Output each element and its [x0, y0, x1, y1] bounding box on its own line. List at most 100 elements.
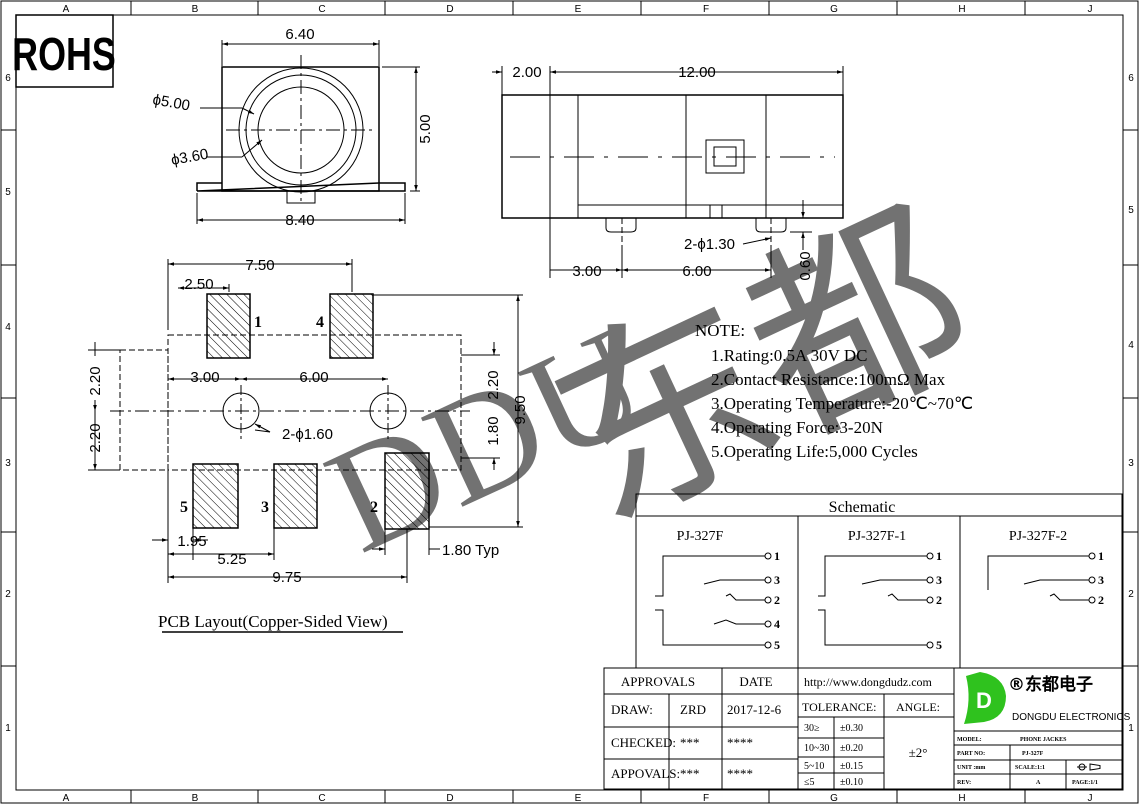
tb-row-name: ZRD [680, 702, 706, 717]
dim-pcb-1-80-typ: 1.80 Typ [442, 542, 499, 559]
company-name-cn: ®东都电子 [1008, 674, 1093, 695]
schematic-pin: 3 [1098, 573, 1104, 587]
pad-label: 2 [370, 499, 378, 516]
pcb-pad [192, 463, 239, 529]
frame-row-label: 5 [5, 187, 11, 198]
dim-pcb-1-80: 1.80 [485, 416, 502, 445]
dim-side-length: 12.00 [678, 64, 716, 81]
tb-part-value: PJ-327F [1022, 751, 1044, 757]
schematic-model: PJ-327F-2 [1009, 529, 1067, 544]
dim-pin2: 6.00 [682, 263, 711, 280]
tb-tol-range: ≤5 [804, 777, 815, 788]
dim-pins-dia: 2-ϕ1.30 [684, 236, 735, 253]
tb-tol-value: ±0.10 [840, 777, 863, 788]
frame-col-label: G [830, 4, 838, 15]
tb-approvals-header: APPROVALS [621, 674, 695, 689]
dim-pcb-2-20-left: 2.20 [87, 366, 104, 395]
schematic-pin: 3 [936, 573, 942, 587]
tb-tol-value: ±0.15 [840, 761, 863, 772]
frame-col-label: H [958, 793, 965, 804]
schematic-pin: 2 [936, 593, 942, 607]
tb-page-label: PAGE:1/1 [1072, 780, 1098, 786]
schematic-pin: 1 [774, 549, 780, 563]
note-item: 1.Rating:0.5A 30V DC [711, 346, 867, 365]
tb-tol-range: 5~10 [804, 761, 824, 772]
tb-tol-range: 10~30 [804, 743, 829, 754]
frame-col-label: C [318, 793, 325, 804]
tb-tolerance-header: TOLERANCE: [802, 700, 876, 714]
frame-row-label: 4 [5, 322, 11, 333]
frame-col-label: D [446, 793, 453, 804]
frame-row-label: 4 [1128, 340, 1134, 351]
frame-col-label: E [575, 4, 582, 15]
tb-row-name: *** [680, 735, 700, 750]
frame-col-label: F [703, 793, 709, 804]
tb-angle-value: ±2° [909, 745, 928, 760]
projection-symbol-icon [1077, 763, 1101, 771]
pad-label: 3 [261, 499, 269, 516]
tb-row-label: CHECKED: [611, 735, 676, 750]
frame-col-label: J [1088, 4, 1093, 15]
tb-model-value: PHONE JACKES [1020, 737, 1067, 743]
note-item: 3.Operating Temperature:-20℃~70℃ [711, 394, 973, 413]
tb-angle-header: ANGLE: [896, 700, 940, 714]
notes: NOTE: 1.Rating:0.5A 30V DC 2.Contact Res… [695, 321, 973, 461]
frame-row-label: 1 [5, 723, 11, 734]
pad-label: 4 [316, 314, 324, 331]
company-name-en: DONGDU ELECTRONICS [1012, 712, 1131, 723]
tb-date-header: DATE [739, 674, 772, 689]
tb-model-label: MODEL: [957, 737, 982, 743]
frame-col-label: A [63, 793, 70, 804]
frame-col-label: D [446, 4, 453, 15]
frame-row-label: 2 [5, 589, 11, 600]
dim-pcb-1-95: 1.95 [177, 533, 206, 550]
note-item: 5.Operating Life:5,000 Cycles [711, 442, 918, 461]
dim-outer-diameter: ϕ5.00 [151, 91, 191, 114]
frame-row-label: 3 [5, 458, 11, 469]
schematic-model: PJ-327F [677, 529, 724, 544]
dim-pcb-6-00: 6.00 [299, 369, 328, 386]
dim-width-bottom: 8.40 [285, 212, 314, 229]
dim-pin1: 3.00 [572, 263, 601, 280]
dim-pcb-9-50: 9.50 [512, 395, 529, 424]
side-view [492, 66, 844, 278]
schematic-pin: 2 [774, 593, 780, 607]
pcb-pad [329, 293, 374, 359]
dim-height: 5.00 [417, 114, 434, 143]
tb-part-label: PART NO: [957, 751, 985, 757]
schematic-model: PJ-327F-1 [848, 529, 906, 544]
pcb-pad [206, 293, 251, 359]
pcb-layout [88, 259, 523, 633]
dim-inner-diameter: ϕ3.60 [170, 146, 210, 169]
pcb-pad [273, 463, 318, 529]
company-logo: D [964, 672, 1006, 724]
frame-row-label: 2 [1128, 589, 1134, 600]
frame-col-label: H [958, 4, 965, 15]
schematic-pin: 1 [1098, 549, 1104, 563]
frame-col-label: C [318, 4, 325, 15]
pcb-caption: PCB Layout(Copper-Sided View) [158, 612, 388, 631]
rohs-label: ROHS [12, 29, 116, 80]
tb-row-name: *** [680, 766, 700, 781]
frame-row-label: 5 [1128, 205, 1134, 216]
schematic: Schematic PJ-327F PJ-327F-1 PJ-327F-2 [635, 493, 1123, 669]
frame-col-label: B [192, 4, 199, 15]
schematic-pin: 5 [936, 638, 942, 652]
dim-pcb-2-20-left2: 2.20 [87, 423, 104, 452]
notes-heading: NOTE: [695, 321, 745, 340]
schematic-pin: 3 [774, 573, 780, 587]
rohs-box: ROHS [12, 14, 116, 88]
tb-scale-label: SCALE:1:1 [1015, 765, 1045, 771]
schematic-title: Schematic [829, 499, 896, 516]
dim-width-top: 6.40 [285, 26, 314, 43]
frame-col-label: A [63, 4, 70, 15]
frame-col-label: G [830, 793, 838, 804]
dim-pcb-3-00: 3.00 [190, 369, 219, 386]
frame-row-label: 6 [1128, 73, 1134, 84]
tb-rev-value: A [1036, 780, 1041, 786]
schematic-pin: 5 [774, 638, 780, 652]
schematic-pin: 2 [1098, 593, 1104, 607]
tb-unit-label: UNIT :mm [957, 765, 985, 771]
